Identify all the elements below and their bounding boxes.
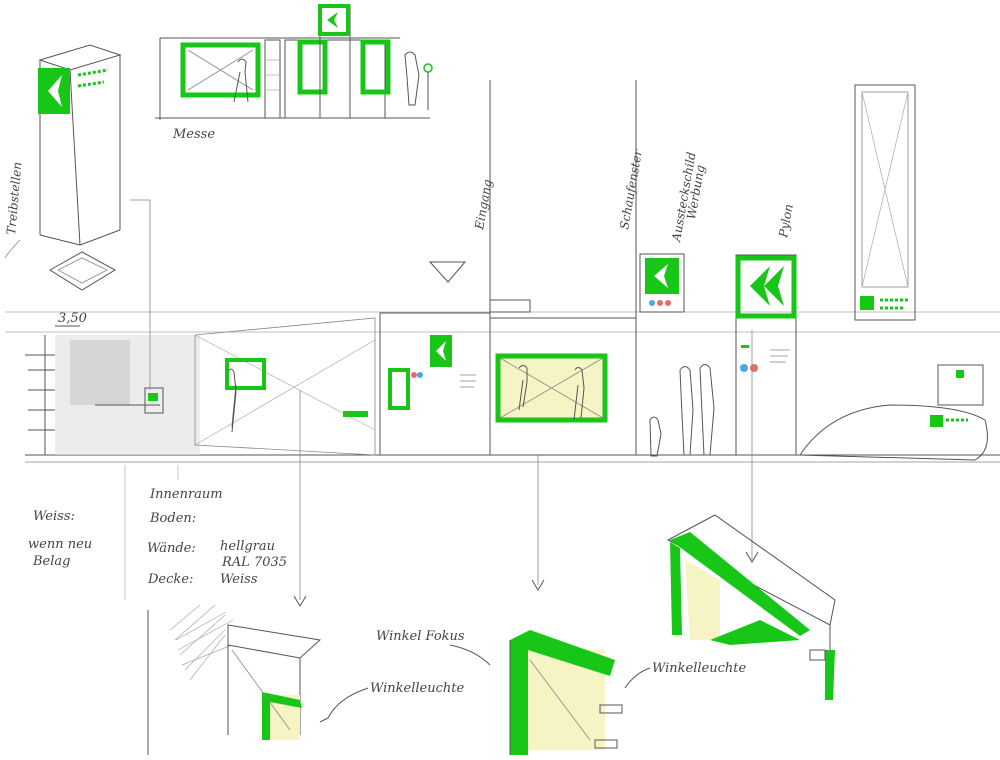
chevron-icon: [436, 341, 446, 361]
car-sketch: [799, 404, 988, 461]
label-hellgrau: hellgrau: [220, 539, 275, 554]
double-chevron-icon: [750, 266, 770, 306]
label-boden: Boden:: [149, 511, 196, 526]
label-eingang: Eingang: [472, 178, 495, 232]
wall-sign-interior: [225, 358, 266, 390]
label-schaufenster: Schaufenster: [617, 147, 645, 230]
label-weiss-decke: Weiss: [220, 572, 258, 587]
label-weiss-left: Weiss:: [33, 509, 75, 524]
ceiling-light-green: [670, 532, 810, 636]
detail-corner-light-1: [147, 604, 322, 755]
detail-ceiling-light: [666, 514, 836, 700]
label-winkel-fokus: Winkel Fokus: [376, 629, 465, 644]
detail-corner-light-2: [509, 630, 623, 755]
display-panel-3: [360, 39, 391, 95]
pylon-sketch-left: [4, 44, 122, 291]
label-decke: Decke:: [147, 572, 193, 587]
label-wenn-neu: wenn neu: [28, 537, 92, 552]
label-treibstellen: Treibstellen: [4, 161, 24, 235]
logo-tower-messe: [318, 4, 350, 36]
label-innenraum: Innenraum: [149, 487, 223, 502]
messe-booth-sketch: [155, 4, 433, 120]
pylon-base-plan: [49, 251, 117, 291]
label-belag: Belag: [32, 554, 70, 569]
shop-window-display: [495, 353, 608, 423]
chevron-icon: [654, 264, 668, 288]
display-panel-2: [297, 39, 328, 95]
label-messe: Messe: [172, 127, 215, 142]
entrance-marker: [428, 261, 467, 283]
facade-elevation: [5, 80, 1000, 463]
label-winkelleuchte-2: Winkelleuchte: [652, 661, 746, 676]
label-waende: Wände:: [147, 541, 196, 556]
label-height: 3,50: [58, 311, 87, 326]
label-winkelleuchte-1: Winkelleuchte: [370, 681, 464, 696]
wall-sign-small: [388, 368, 410, 410]
display-panel-1: [180, 42, 261, 98]
label-ral: RAL 7035: [221, 555, 287, 570]
corner-light-green-1: [262, 692, 302, 740]
corner-light-green-2: [510, 630, 615, 755]
chevron-icon: [48, 75, 62, 107]
pylon-logo-panel: [735, 255, 797, 319]
label-pylon: Pylon: [776, 203, 796, 240]
chevron-icon: [327, 12, 338, 28]
